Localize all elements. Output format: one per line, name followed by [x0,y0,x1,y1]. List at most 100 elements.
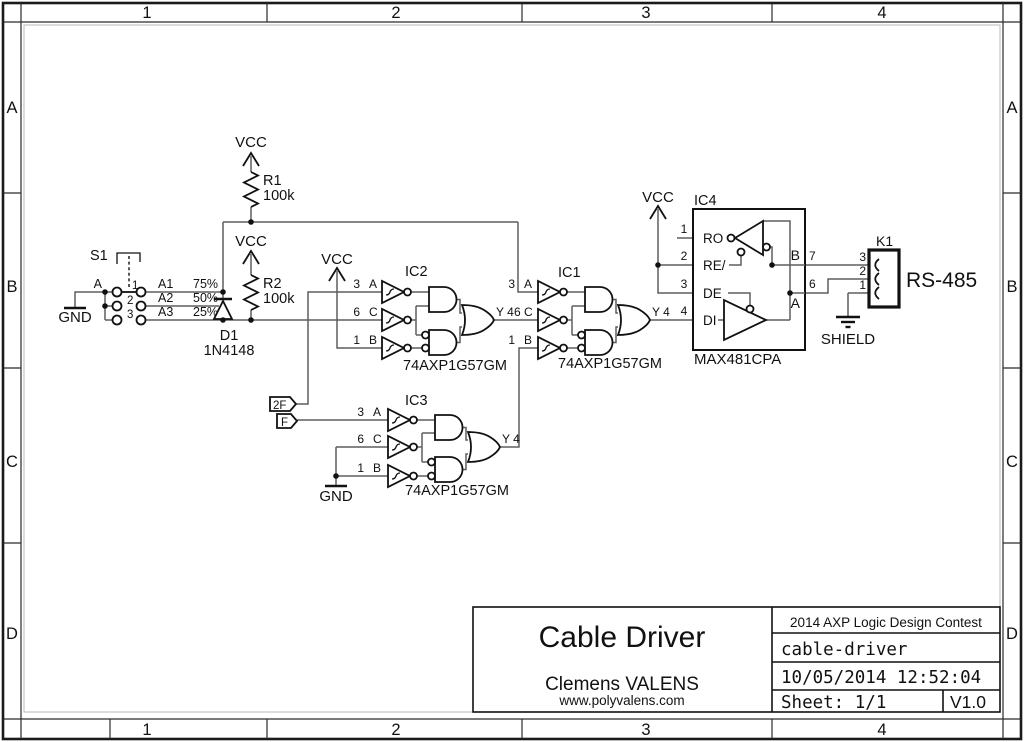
pin-number: 1 [859,278,866,292]
s1-common-label: A [94,277,103,291]
ic1-part: 74AXP1G57GM [558,356,662,372]
grid-row-label: A [6,99,17,117]
grid-row-label: D [6,625,18,643]
vcc-label: VCC [642,189,674,206]
s1-pos-label: 1 [132,280,138,292]
ic3-designator: IC3 [405,393,428,409]
rs485-label: RS-485 [906,269,977,292]
pin-number: 3 [353,277,360,291]
pin-name: A [373,405,381,419]
pin-number: 4 [681,304,688,318]
grid-row-label: B [1006,278,1017,296]
grid-col-label: 4 [877,721,886,739]
pin-name: DI [703,313,717,328]
pin-name: A [524,277,532,291]
net-label: A2 [158,291,173,305]
pin-number: 3 [357,405,364,419]
gate-ic1: 3 A 6 C 1 B Y 4 IC1 74AXP1G57GM [508,265,670,372]
pin-number: 6 [353,305,360,319]
pin-output: Y 4 [496,305,514,319]
ic2-designator: IC2 [405,264,428,280]
ic2-part: 74AXP1G57GM [403,358,507,374]
pin-name: C [369,305,378,319]
net-label: A3 [158,305,173,319]
ic4-part: MAX481CPA [694,351,781,368]
pin-number: 2 [859,264,866,278]
ic4-designator: IC4 [694,193,717,209]
pin-number: 3 [508,277,515,291]
pin-output: Y 4 [502,432,520,446]
r1-designator: R1 [263,173,282,189]
pin-name: B [791,247,800,263]
ic3-part: 74AXP1G57GM [405,483,509,499]
flag-2f-label: 2F [273,400,286,412]
pin-name: RE/ [703,258,726,273]
net-wires [74,156,869,486]
pin-number: 2 [681,249,688,263]
connector-k1: 3 2 1 K1 RS-485 SHIELD [821,233,977,348]
vcc-arrow-icon [649,204,667,220]
flag-2f [269,396,298,412]
grid-row-label: C [6,453,18,471]
grid-col-label: 3 [641,721,650,739]
power-vcc-ic2: VCC [321,251,353,282]
signal-flags: 2F F [269,396,299,429]
pin-number: 6 [809,277,816,291]
r1-value: 100k [263,188,295,204]
resistor-r1: VCC R1 100k [235,134,295,208]
grid-col-label: 2 [391,4,400,22]
gnd-label: GND [58,309,92,326]
grid-labels: 1 2 3 4 1 2 3 4 A B C D A B C D [6,4,1018,739]
vcc-arrow-icon [242,249,260,265]
pin-number: 1 [508,333,515,347]
diode-d1: D1 1N4148 [204,297,255,359]
pin-name: DE [703,286,722,301]
grid-col-label: 2 [391,721,400,739]
pin-name: A [369,277,377,291]
sheet-title: Cable Driver [539,621,706,654]
d1-value: 1N4148 [204,343,255,359]
pin-name: C [373,432,382,446]
r2-designator: R2 [263,276,282,292]
pin-number: 1 [357,461,364,475]
vcc-label: VCC [235,134,267,151]
timestamp: 10/05/2014 12:52:04 [781,668,981,688]
grid-col-label: 1 [142,4,151,22]
s1-pos-label: 2 [127,295,133,307]
junction-dots [102,219,793,479]
switch-s1: S1 A GND 1 2 3 A1 75% A2 50% A3 25% [58,248,218,326]
gate-ic3: 3 A 6 C 1 B Y 4 IC3 74AXP1G57GM GND [319,393,520,505]
author: Clemens VALENS [545,674,699,695]
contest-label: 2014 AXP Logic Design Contest [790,615,982,630]
pin-number: 1 [681,222,688,236]
r2-value: 100k [263,291,295,307]
duty-label: 50% [193,291,218,305]
s1-pos-label: 3 [127,309,133,321]
pin-number: 6 [514,305,521,319]
grid-row-label: C [1006,453,1018,471]
grid-row-label: B [6,278,17,296]
grid-col-label: 4 [877,4,886,22]
vcc-arrow-icon [242,151,260,167]
grid-row-label: A [1006,99,1017,117]
resistor-r2: VCC R2 100k [235,233,295,311]
pin-number: 6 [357,432,364,446]
duty-label: 75% [193,277,218,291]
s1-designator: S1 [90,248,108,264]
pin-name: C [524,305,533,319]
pin-output: Y 4 [652,305,670,319]
vcc-arrow-icon [328,266,346,282]
pin-number: 3 [681,277,688,291]
sheet-number: Sheet: 1/1 [781,693,886,713]
grid-row-label: D [1006,625,1018,643]
pin-name: A [791,295,801,311]
d1-designator: D1 [220,328,239,344]
title-block: Cable Driver Clemens VALENS www.polyvale… [472,606,1001,713]
shield-label: SHIELD [821,331,875,348]
pin-name: B [524,333,532,347]
file-name: cable-driver [781,640,907,660]
gnd-label: GND [319,488,353,505]
